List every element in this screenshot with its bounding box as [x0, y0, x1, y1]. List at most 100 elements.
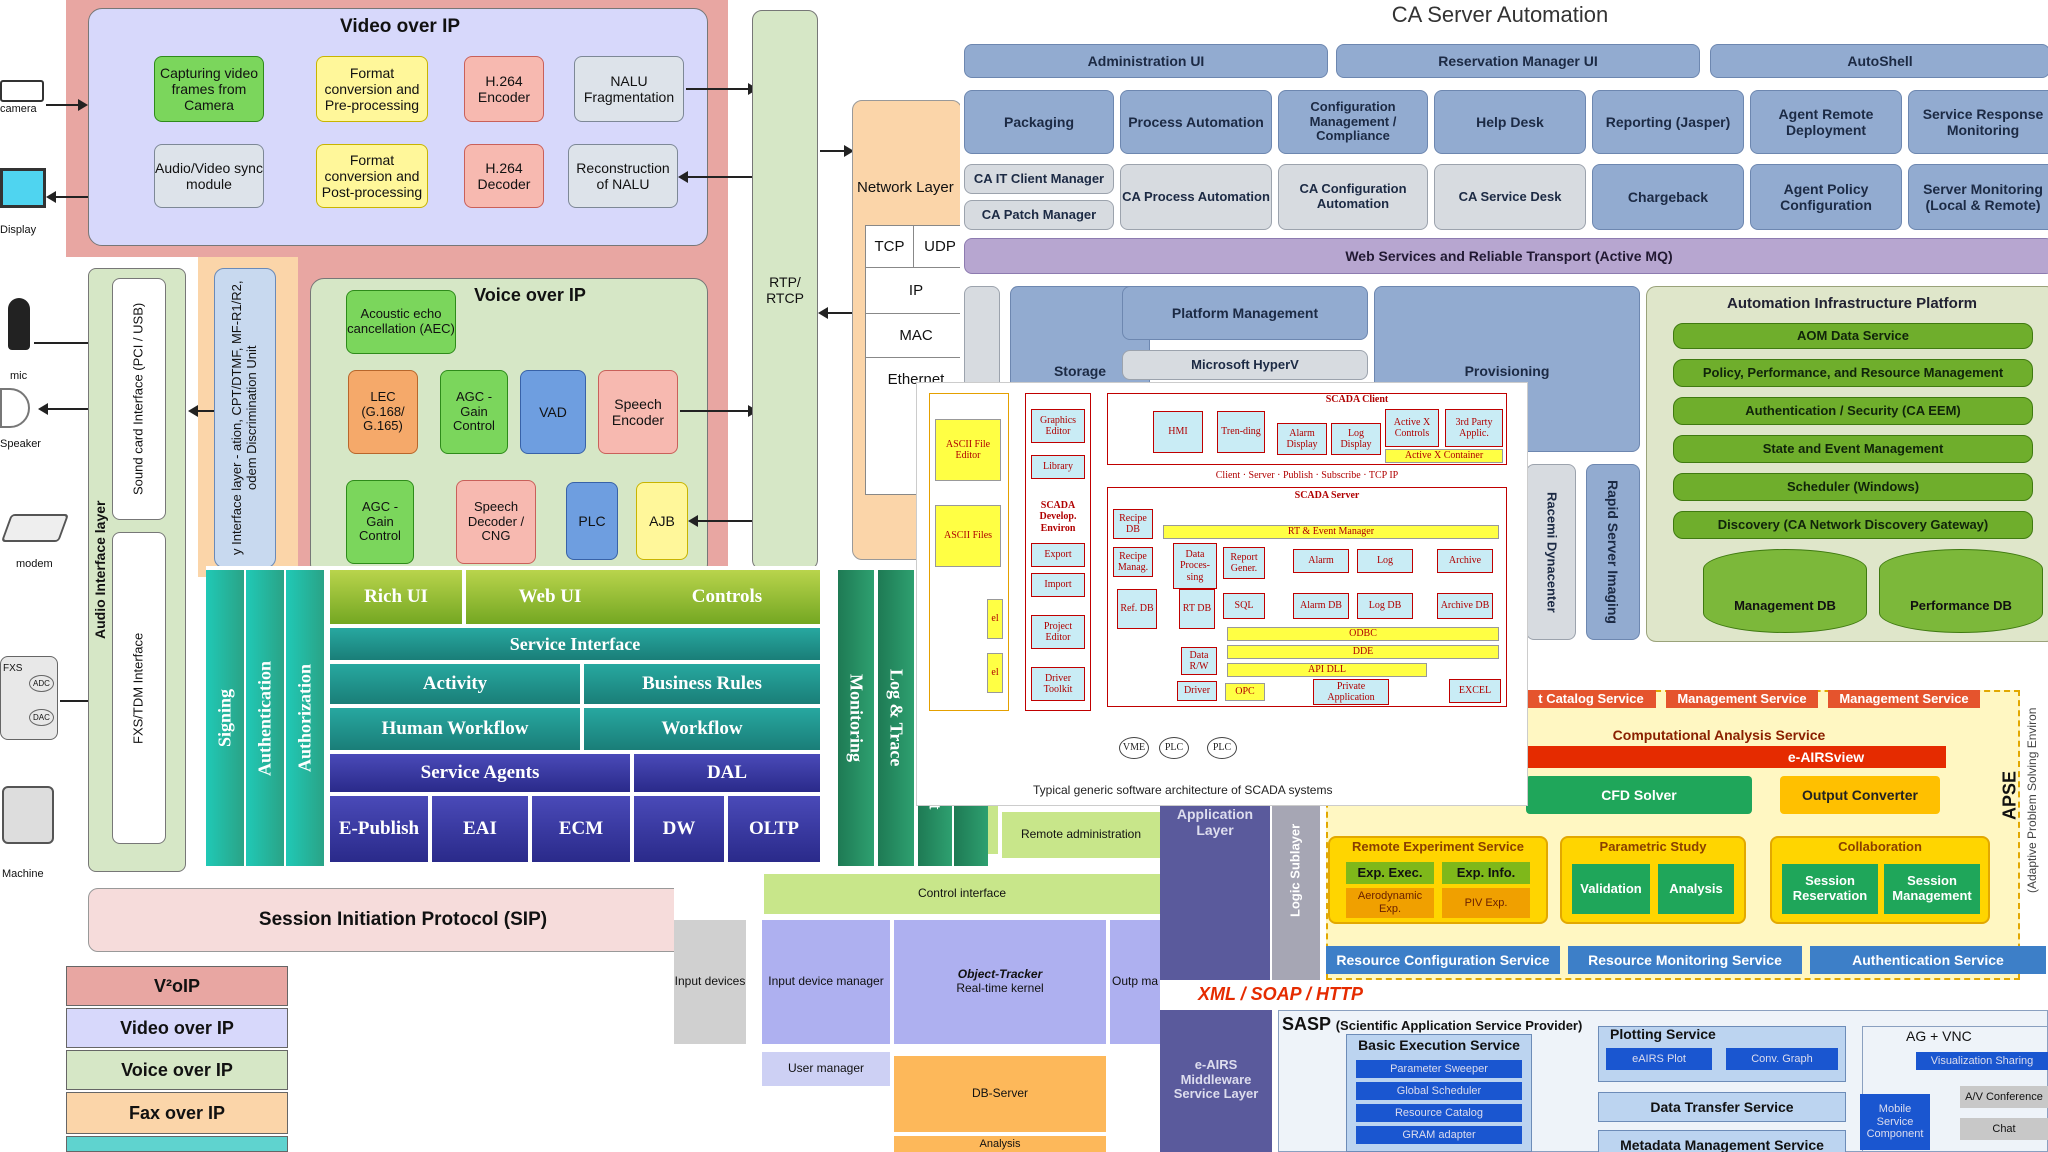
field-plc1: PLC [1159, 737, 1189, 759]
driver-toolkit: Driver Toolkit [1031, 667, 1085, 701]
third-party: 3rd Party Applic. [1445, 409, 1503, 447]
ip-cell: IP [866, 268, 966, 314]
scada-dev-panel [1025, 393, 1091, 711]
sasp-full: (Scientific Application Service Provider… [1335, 1018, 1583, 1033]
field-vme: VME [1119, 737, 1149, 759]
middleware-label: e-AIRS Middleware Service Layer [1173, 1056, 1259, 1102]
sip-bar: Session Initiation Protocol (SIP) [88, 888, 718, 952]
remote-admin: Remote administration [1002, 812, 1160, 858]
ca-service-response: Service Response Monitoring [1908, 90, 2048, 154]
nalu-frag-block: NALU Fragmentation [574, 56, 684, 122]
output-manager: Outp ma [1110, 920, 1160, 1044]
hmi: HMI [1153, 411, 1203, 453]
resource-monitoring-service: Resource Monitoring Service [1568, 946, 1802, 974]
soa-signing: Signing [206, 570, 244, 866]
camera-icon [0, 80, 44, 102]
aip-performance-db: Performance DB [1879, 549, 2043, 633]
piv-exp: PIV Exp. [1442, 888, 1530, 918]
arrow-camera [46, 99, 88, 111]
soa-diagram: Signing Authentication Authorization Ric… [206, 566, 988, 868]
param-title: Parametric Study [1599, 838, 1707, 854]
sasp-label: SASP (Scientific Application Service Pro… [1282, 1014, 1582, 1035]
aip-auth: Authentication / Security (CA EEM) [1673, 397, 2033, 425]
dac-label: DAC [29, 709, 54, 727]
ca-admin-ui: Administration UI [964, 44, 1328, 78]
fax-icon [2, 786, 54, 844]
sql: SQL [1223, 593, 1265, 619]
av-conference: A/V Conference [1960, 1086, 2048, 1108]
cas-bar [1526, 746, 1706, 768]
remote-exp-title: Remote Experiment Service [1352, 838, 1524, 854]
apse-sub: (Adaptive Problem Solving Environ [2025, 707, 2040, 893]
fax-label: Machine [2, 868, 44, 880]
validation: Validation [1572, 864, 1650, 914]
soa-ecm: ECM [532, 796, 630, 862]
ca-aip-panel: Automation Infrastructure Platform AOM D… [1646, 286, 2048, 642]
soa-oltp: OLTP [728, 796, 820, 862]
export: Export [1031, 543, 1085, 567]
kernel-sub: Real-time kernel [956, 981, 1044, 995]
display-label: Display [0, 224, 37, 236]
display-icon [0, 168, 46, 208]
aip-aom: AOM Data Service [1673, 323, 2033, 349]
activex-controls: Active X Controls [1385, 409, 1439, 447]
scada-client-panel [1107, 393, 1507, 465]
exp-info: Exp. Info. [1442, 862, 1530, 884]
camera-label: camera [0, 103, 37, 115]
scada-diagram: ASCII File Editor ASCII Files el el Grap… [916, 382, 1528, 806]
soa-dal: DAL [634, 754, 820, 792]
udp-cell: UDP [914, 226, 966, 268]
cfd-solver: CFD Solver [1526, 776, 1752, 814]
recipe-manag: Recipe Manag. [1113, 547, 1153, 577]
apse-label: APSE [1999, 770, 2020, 820]
exp-exec: Exp. Exec. [1346, 862, 1434, 884]
arrow-rtp-voice [688, 515, 756, 527]
report-gener: Report Gener. [1223, 547, 1265, 579]
arrow-nalu-rtp [686, 83, 758, 95]
arrow-voice-rtp [680, 405, 758, 417]
app-layer-label: Application Layer [1176, 805, 1254, 838]
ascii-editor: ASCII File Editor [935, 419, 1001, 481]
speaker-icon [0, 388, 30, 428]
legend-fax: Fax over IP [66, 1092, 288, 1134]
voip-diagram: Video over IP Capturing video frames fro… [0, 0, 854, 1152]
ca-chargeback: Chargeback [1592, 164, 1744, 230]
chat: Chat [1960, 1118, 2048, 1140]
ca-diagram: CA Server Automation Administration UI R… [960, 0, 2048, 648]
av-sync-block: Audio/Video sync module [154, 144, 264, 208]
resource-config-service: Resource Configuration Service [1326, 946, 1560, 974]
video-title: Video over IP [339, 16, 461, 38]
aip-policy: Policy, Performance, and Resource Manage… [1673, 359, 2033, 387]
aip-title: Automation Infrastructure Platform [1726, 295, 1978, 313]
arrow-rtp-network [820, 145, 854, 157]
log: Log [1357, 549, 1413, 573]
trending: Tren-ding [1217, 411, 1265, 453]
ascii-files: ASCII Files [935, 505, 1001, 567]
soa-business-rules: Business Rules [584, 664, 820, 704]
ca-hyperv: Microsoft HyperV [1122, 350, 1368, 380]
arrow-rtp-nalu [678, 171, 756, 183]
ca-help-desk: Help Desk [1434, 90, 1586, 154]
input-device-manager: Input device manager [762, 920, 890, 1044]
log-display: Log Display [1331, 423, 1381, 455]
scada-side-1: el [987, 599, 1003, 639]
soa-log-trace: Log & Trace [878, 570, 914, 866]
ca-it-client-manager: CA IT Client Manager [964, 164, 1114, 194]
soa-authentication: Authentication [246, 570, 284, 866]
modem-label: modem [16, 558, 53, 570]
collab-title: Collaboration [1838, 838, 1922, 854]
airs-top-3: Management Service [1828, 690, 1980, 708]
fxs-label: FXS [3, 663, 23, 674]
mic-label: mic [10, 370, 28, 382]
tcp-cell: TCP [866, 226, 914, 268]
format-pre-block: Format conversion and Pre-processing [316, 56, 428, 122]
plc-block: PLC [566, 482, 618, 560]
legend-voice: Voice over IP [66, 1050, 288, 1090]
ca-reporting: Reporting (Jasper) [1592, 90, 1744, 154]
soa-eai: EAI [432, 796, 528, 862]
ca-server-monitoring: Server Monitoring (Local & Remote) [1908, 164, 2048, 230]
scada-server-panel [1107, 487, 1507, 707]
ca-packaging: Packaging [964, 90, 1114, 154]
legend-video: Video over IP [66, 1008, 288, 1048]
ca-config-mgmt: Configuration Management / Compliance [1278, 90, 1428, 154]
